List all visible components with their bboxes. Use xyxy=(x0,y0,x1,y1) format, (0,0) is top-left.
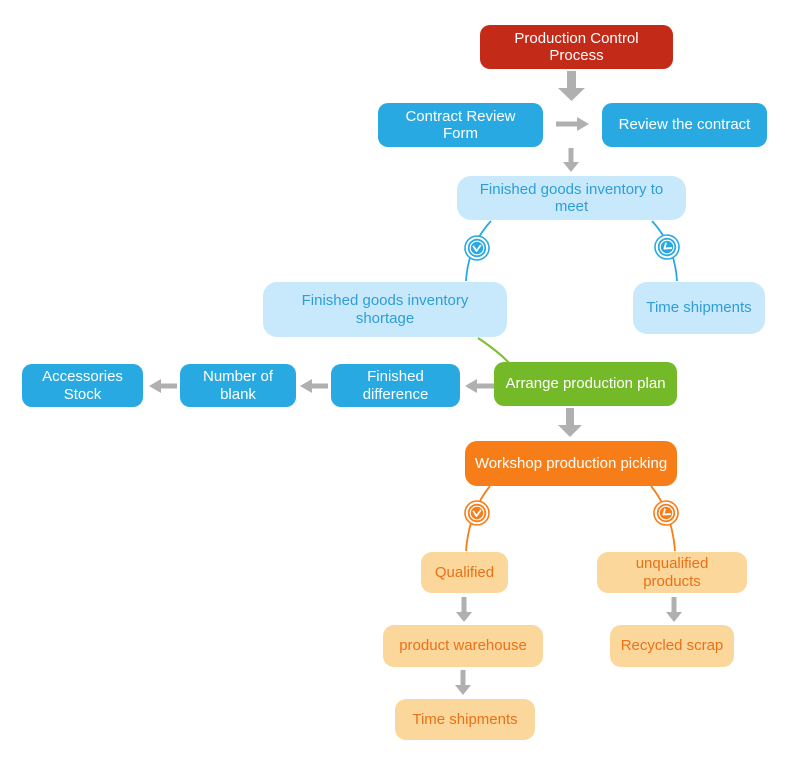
node-label: Recycled scrap xyxy=(620,637,724,655)
arrow-left-to-finished-difference xyxy=(465,379,494,393)
clock-icon xyxy=(464,500,490,526)
node-label: Time shipments xyxy=(646,299,752,317)
node-label: Arrange production plan xyxy=(505,375,666,393)
node-label: Accessories Stock xyxy=(42,368,123,403)
arrow-stem xyxy=(461,597,467,612)
node-finished-goods-inventory-shortage: Finished goods inventory shortage xyxy=(263,282,507,337)
node-arrange-production-plan: Arrange production plan xyxy=(494,362,677,406)
node-time-shipments-mid: Time shipments xyxy=(633,282,765,334)
arrow-head xyxy=(666,612,682,622)
node-number-of-blank: Number of blank xyxy=(180,364,296,407)
arrow-head xyxy=(465,379,477,393)
clock-icon xyxy=(653,500,679,526)
arrow-right-contract-review xyxy=(556,117,589,131)
arrow-head xyxy=(577,117,589,131)
arrow-down-to-recycled-scrap xyxy=(666,597,682,622)
node-workshop-production-picking: Workshop production picking xyxy=(465,441,677,486)
node-label: Number of blank xyxy=(202,368,274,403)
node-finished-goods-inventory-to-meet: Finished goods inventory to meet xyxy=(457,176,686,220)
arrow-down-to-time-shipments xyxy=(455,670,471,695)
arrow-down-to-product-warehouse xyxy=(456,597,472,622)
node-label: Qualified xyxy=(434,563,495,581)
arrow-head xyxy=(563,162,579,172)
node-contract-review-form: Contract Review Form xyxy=(378,103,543,147)
arrow-stem xyxy=(312,383,328,389)
arrow-stem xyxy=(477,383,494,389)
arrow-stem xyxy=(556,121,577,127)
clock-icon xyxy=(654,234,680,260)
arrow-head xyxy=(149,379,161,393)
node-review-the-contract: Review the contract xyxy=(602,103,767,147)
green-connector-curve xyxy=(477,337,510,364)
node-label: unqualified products xyxy=(635,555,709,590)
arrow-head xyxy=(455,685,471,695)
arrow-head xyxy=(558,88,585,101)
node-unqualified-products: unqualified products xyxy=(597,552,747,593)
node-product-warehouse: product warehouse xyxy=(383,625,543,667)
arrow-head xyxy=(456,612,472,622)
arrow-stem xyxy=(566,408,574,425)
arrow-down-to-inventory xyxy=(563,148,579,172)
node-qualified: Qualified xyxy=(421,552,508,593)
arrow-left-to-number-of-blank xyxy=(300,379,328,393)
arrow-stem xyxy=(568,148,574,162)
node-finished-difference: Finished difference xyxy=(331,364,460,407)
node-label: Contract Review Form xyxy=(405,107,516,142)
node-label: Finished goods inventory to meet xyxy=(479,180,664,215)
node-accessories-stock: Accessories Stock xyxy=(22,364,143,407)
node-label: Workshop production picking xyxy=(474,454,668,472)
node-label: Finished goods inventory shortage xyxy=(301,292,469,327)
clock-icon xyxy=(464,235,490,261)
node-label: Production Control Process xyxy=(514,29,639,64)
arrow-down-to-workshop-picking xyxy=(558,408,582,437)
arrow-down-from-root xyxy=(558,71,585,101)
node-label: product warehouse xyxy=(399,637,527,655)
arrow-left-to-accessories-stock xyxy=(149,379,177,393)
arrow-stem xyxy=(567,71,576,89)
arrow-stem xyxy=(460,670,466,685)
arrow-head xyxy=(300,379,312,393)
arrow-head xyxy=(558,425,582,437)
arrow-stem xyxy=(161,383,177,389)
node-label: Time shipments xyxy=(412,710,518,728)
node-time-shipments-bottom: Time shipments xyxy=(395,699,535,740)
node-recycled-scrap: Recycled scrap xyxy=(610,625,734,667)
arrow-stem xyxy=(671,597,677,612)
node-label: Finished difference xyxy=(362,368,429,403)
node-production-control-process: Production Control Process xyxy=(480,25,673,69)
node-label: Review the contract xyxy=(618,116,751,134)
